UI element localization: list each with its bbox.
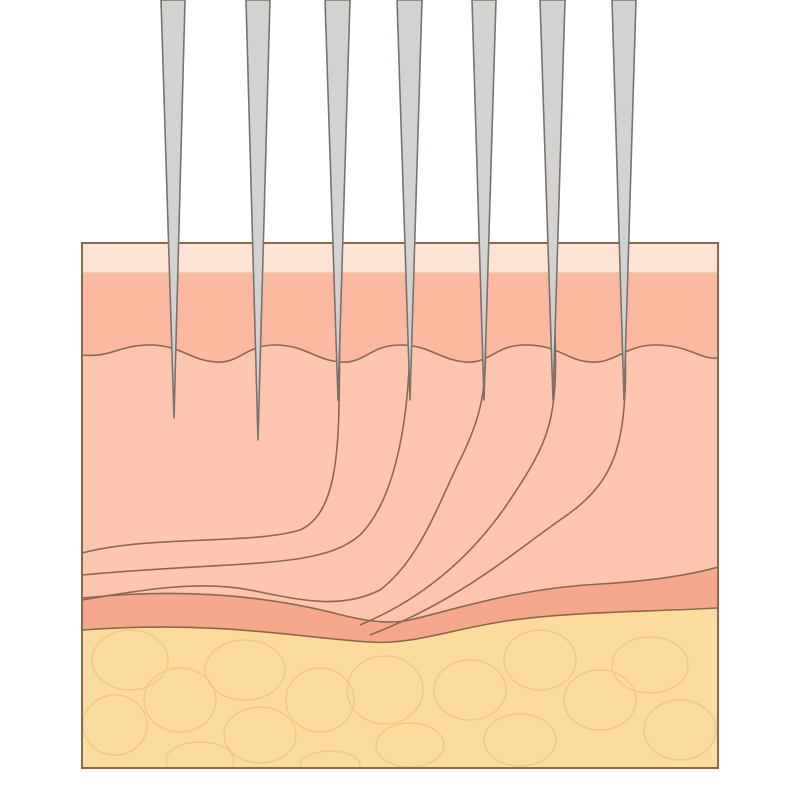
collagen-fiber-1 xyxy=(82,329,341,554)
skin-cross-section xyxy=(82,243,718,768)
fat-cells xyxy=(82,629,717,768)
collagen-fiber-3 xyxy=(82,329,487,603)
skin-block-outline xyxy=(81,242,719,769)
collagen-fiber-5 xyxy=(369,329,627,636)
microneedles xyxy=(160,0,637,441)
dermal-epidermal-junction xyxy=(82,344,718,363)
needle-1 xyxy=(160,0,186,419)
deep-dermis-band xyxy=(82,567,718,643)
needle-3 xyxy=(324,0,351,401)
needle-4 xyxy=(396,0,423,401)
needle-5 xyxy=(471,0,497,401)
needle-7 xyxy=(611,0,637,401)
needle-2 xyxy=(245,0,271,441)
stratum-corneum-layer xyxy=(82,243,718,273)
dermis-fat-boundary xyxy=(82,607,718,644)
collagen-fiber-6 xyxy=(82,566,718,623)
collagen-fiber-2 xyxy=(82,329,411,576)
needle-6 xyxy=(539,0,566,401)
